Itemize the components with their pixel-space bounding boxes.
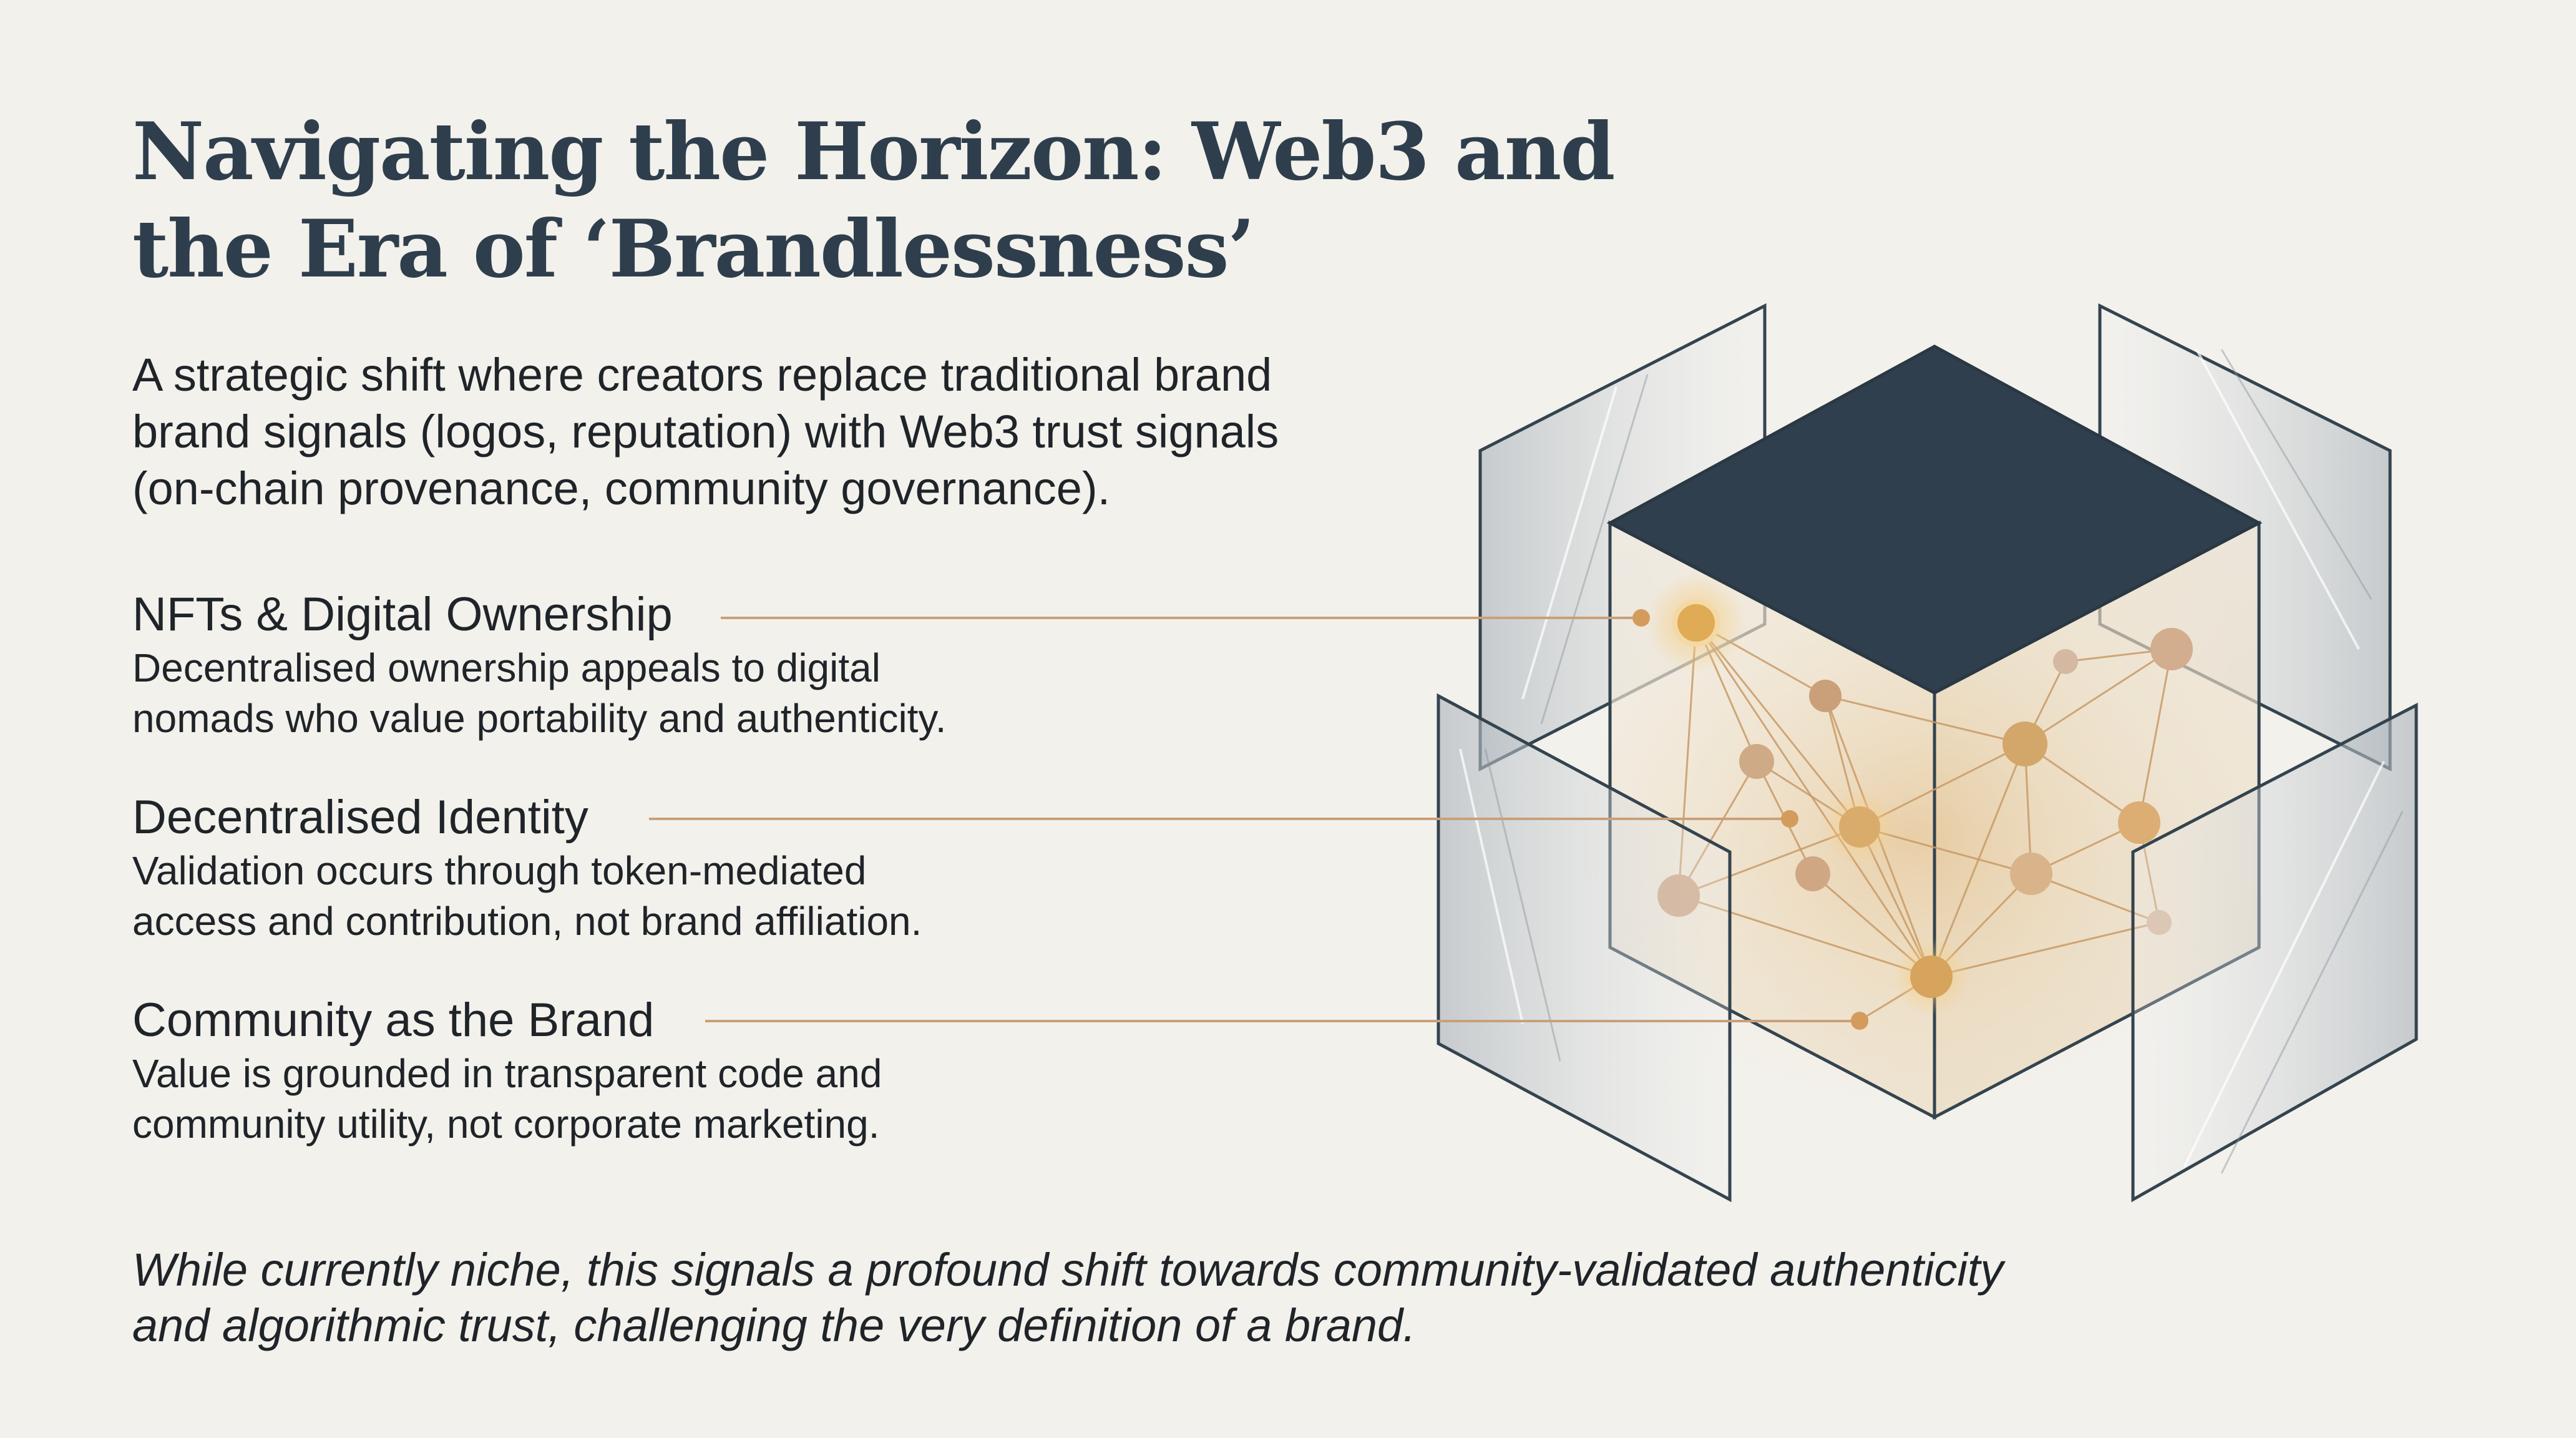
feature-description-line: access and contribution, not brand affil…: [132, 899, 922, 944]
feature-description: Value is grounded in transparent code an…: [132, 1049, 1224, 1150]
network-node: [1739, 744, 1774, 779]
feature-description-line: nomads who value portability and authent…: [132, 696, 947, 741]
feature-description: Validation occurs through token-mediated…: [132, 846, 1224, 947]
golden-glow: [1560, 549, 2259, 1123]
intro-line-2: brand signals (logos, reputation) with W…: [132, 406, 1279, 457]
intro-paragraph: A strategic shift where creators replace…: [132, 346, 1474, 517]
cube-left-face: [1608, 520, 1936, 1120]
cube-right-face: [1933, 520, 2261, 1120]
feature-title: Decentralised Identity: [132, 791, 588, 844]
feature-description-line: community utility, not corporate marketi…: [132, 1102, 880, 1147]
back-left-glass-panel: [1478, 303, 1767, 772]
back-right-glass-panel: [2098, 303, 2392, 772]
leader-dot-nfts: [1632, 609, 1650, 627]
closing-statement: While currently niche, this signals a pr…: [132, 1242, 2379, 1353]
page-title: Navigating the Horizon: Web3 and the Era…: [132, 103, 1630, 298]
network-node: [1809, 680, 1842, 712]
network-node: [2010, 853, 2052, 895]
feature-title: Community as the Brand: [132, 994, 655, 1047]
feature-community-brand: Community as the Brand Value is grounded…: [132, 992, 1224, 1150]
network-node: [1795, 856, 1830, 891]
network-node: [2147, 910, 2172, 935]
network-node: [1910, 956, 1953, 998]
network-node: [1839, 806, 1880, 848]
feature-nfts: NFTs & Digital Ownership Decentralised o…: [132, 587, 1224, 744]
network-node: [2118, 801, 2160, 844]
front-right-glass-panel: [2131, 702, 2418, 1203]
network-node: [1657, 874, 1700, 917]
feature-description-line: Decentralised ownership appeals to digit…: [132, 645, 881, 690]
feature-title: NFTs & Digital Ownership: [132, 588, 673, 641]
network-node: [1672, 599, 1720, 647]
feature-description-line: Validation occurs through token-mediated: [132, 848, 867, 893]
network-node: [2053, 649, 2078, 674]
cube-top-face: [1606, 345, 2263, 695]
feature-description-line: Value is grounded in transparent code an…: [132, 1051, 882, 1096]
front-left-glass-panel: [1437, 693, 1732, 1203]
closing-line-2: and algorithmic trust, challenging the v…: [132, 1299, 1416, 1351]
leader-dot-identity: [1781, 810, 1798, 828]
network-node: [1851, 1012, 1868, 1029]
network-node: [2003, 721, 2047, 766]
intro-line-3: (on-chain provenance, community governan…: [132, 462, 1111, 514]
closing-line-1: While currently niche, this signals a pr…: [132, 1244, 2004, 1296]
feature-description: Decentralised ownership appeals to digit…: [132, 643, 1224, 744]
feature-decentralised-identity: Decentralised Identity Validation occurs…: [132, 790, 1224, 947]
network-node: [2150, 628, 2193, 670]
leader-dot-community: [1851, 1012, 1868, 1030]
intro-line-1: A strategic shift where creators replace…: [132, 349, 1272, 401]
network-nodes: [1646, 573, 2193, 1029]
title-line-2: the Era of ‘Brandlessness’: [132, 203, 1255, 295]
title-line-1: Navigating the Horizon: Web3 and: [132, 105, 1615, 198]
network-links: [1677, 622, 2173, 1022]
